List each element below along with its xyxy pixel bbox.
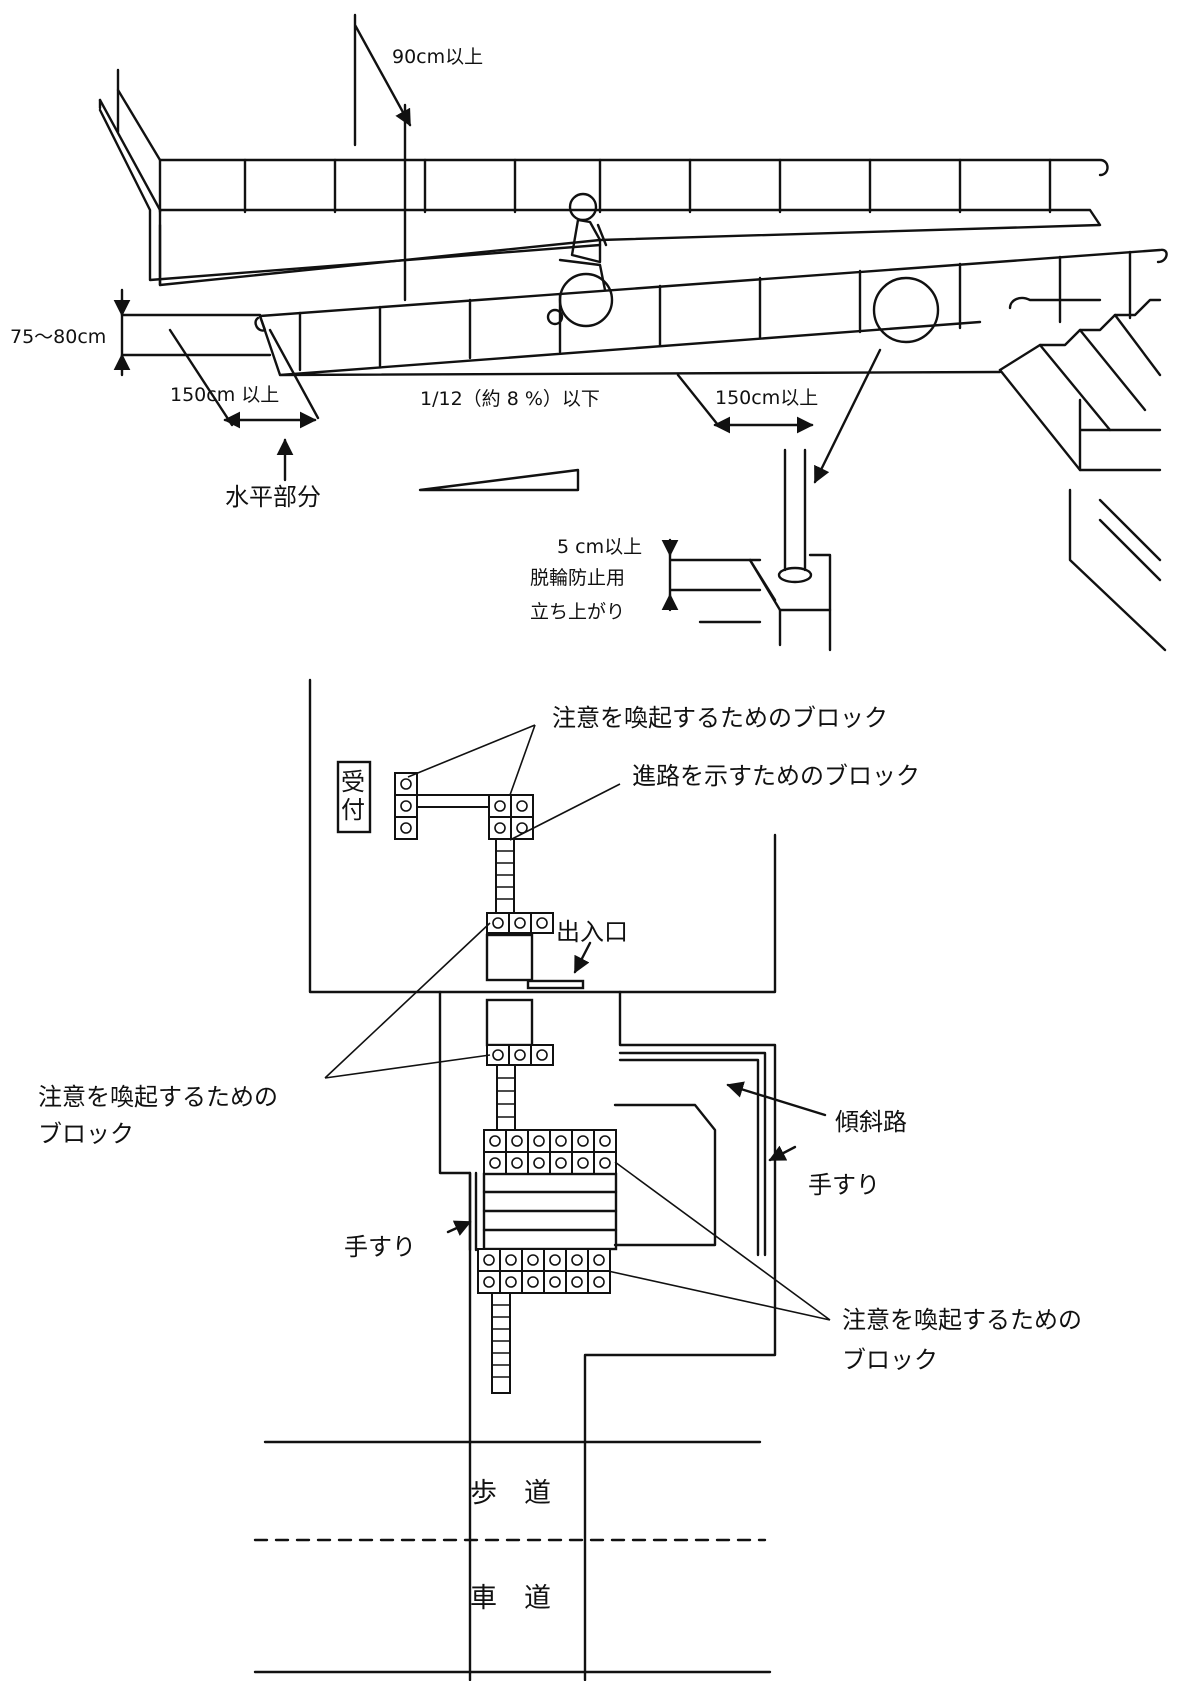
- ramp: [254, 248, 1168, 377]
- reception-char-2: 付: [341, 796, 365, 824]
- left-handrail: [468, 1171, 478, 1252]
- curb-height-label: 5 cm以上: [557, 536, 642, 558]
- slope-ramp-outline: [613, 1103, 717, 1247]
- handrail-left-label: 手すり: [344, 1233, 416, 1261]
- sidewalk-label: 歩 道: [470, 1478, 551, 1509]
- handrail-right-label: 手すり: [808, 1171, 880, 1199]
- slope-wedge-icon: [418, 468, 580, 492]
- entrance-label: 出入口: [556, 918, 628, 946]
- attention-block-top-label: 注意を喚起するためのブロック: [552, 704, 888, 732]
- landing-right-label: 150cm以上: [715, 387, 818, 409]
- leader-top-attention: [407, 724, 536, 796]
- attention-block-bottom-label-1: 注意を喚起するための: [842, 1306, 1082, 1334]
- stair-tiles-top: [483, 1129, 617, 1175]
- outer-mat: [485, 998, 534, 1047]
- reception-char-1: 受: [341, 768, 365, 796]
- horizontal-part-label: 水平部分: [225, 483, 321, 511]
- leader-bottom-attention: [607, 1161, 831, 1321]
- post-detail: [748, 448, 832, 652]
- landing-left-label: 150cm 以上: [170, 384, 279, 406]
- leader-left-attention: [324, 922, 491, 1079]
- slope-label: 1/12（約 8 %）以下: [420, 388, 600, 410]
- dim-75-80-line: [120, 288, 272, 377]
- building-outline: [308, 678, 777, 994]
- dim-90cm-line: [353, 13, 410, 302]
- attention-block-left-label-1: 注意を喚起するための: [38, 1083, 278, 1111]
- detail-circle: [872, 276, 940, 344]
- guide-block-label: 進路を示すためのブロック: [632, 762, 920, 790]
- stairs: [998, 296, 1167, 652]
- inner-mat: [485, 933, 534, 982]
- curb-label-1: 脱輪防止用: [530, 567, 625, 589]
- roadway-label: 車 道: [470, 1583, 551, 1614]
- vestibule-outline: [438, 990, 777, 1681]
- stair-steps: [482, 1172, 618, 1251]
- upper-railing: [116, 68, 1109, 214]
- curb-label-2: 立ち上がり: [530, 601, 625, 623]
- wheelchair-user-figure: [546, 192, 614, 328]
- stair-tiles-bottom: [477, 1248, 611, 1294]
- ramp-perspective: 90cm以上 75〜80cm 150cm 以上 1/12（約 8 %）以下 15…: [10, 13, 1168, 652]
- sidewalk-guide-tiles: [491, 1292, 511, 1394]
- right-handrail: [618, 1051, 767, 1257]
- upper-deck-side: [98, 98, 162, 287]
- entrance-door: [526, 979, 585, 990]
- slope-path-label: 傾斜路: [835, 1108, 907, 1136]
- reception-box: [336, 760, 372, 834]
- attention-block-bottom-label-2: ブロック: [842, 1346, 938, 1374]
- railing-height-label: 90cm以上: [392, 46, 483, 68]
- leader-guide: [509, 783, 621, 841]
- attention-block-left-label-2: ブロック: [38, 1120, 134, 1148]
- approach-tiles: [486, 1044, 554, 1131]
- left-wall: [98, 108, 602, 282]
- handrail-height-label: 75〜80cm: [10, 326, 106, 348]
- guide-block-path: [394, 772, 554, 934]
- floor-plan: 受 付 出入口: [38, 678, 1082, 1681]
